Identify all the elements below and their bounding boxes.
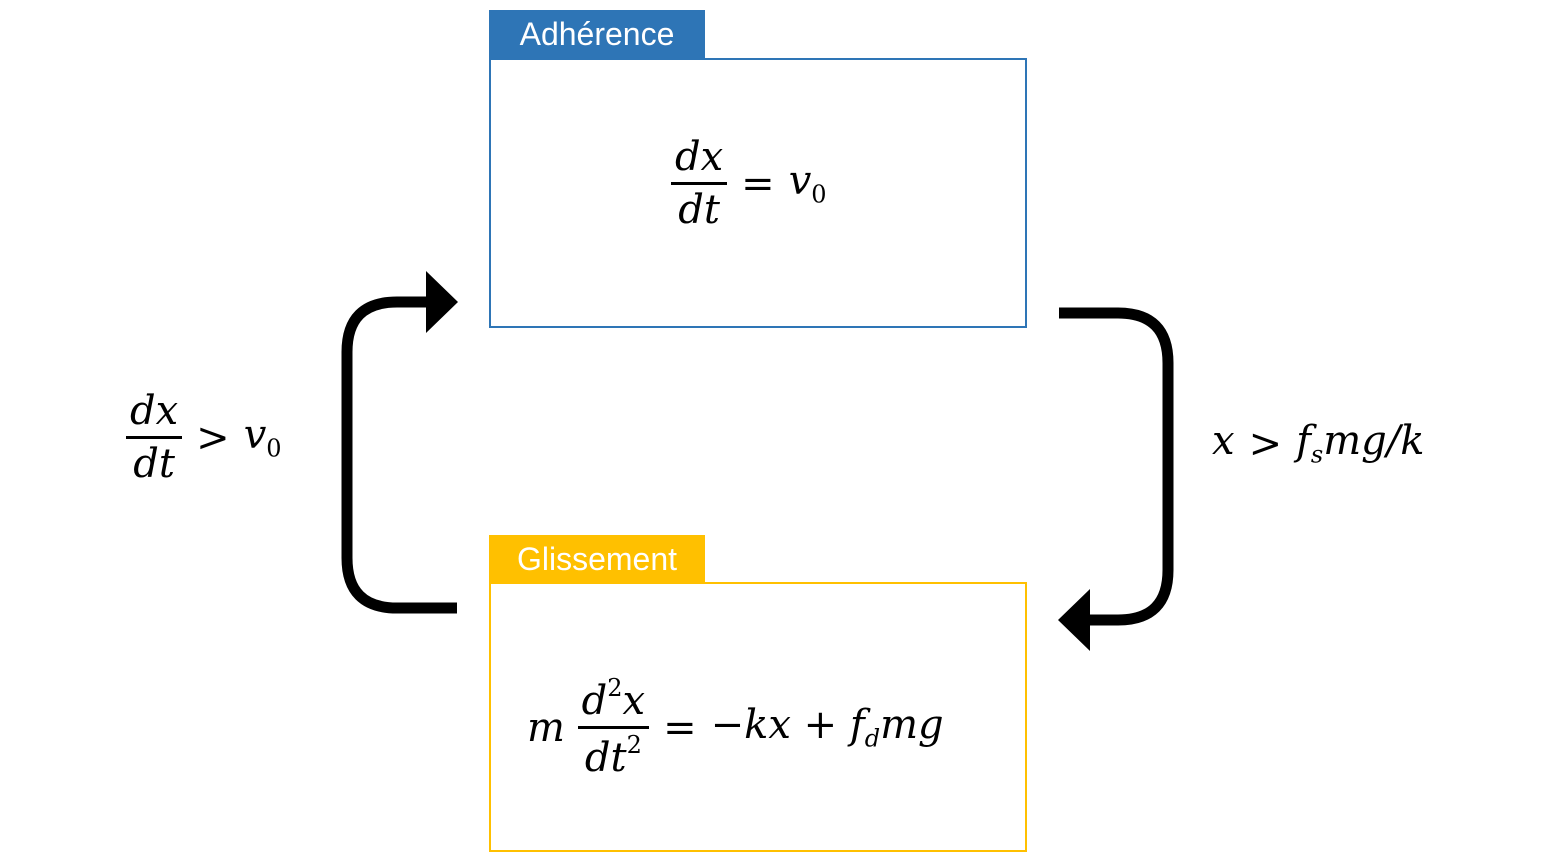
condition-glissement-f: f xyxy=(1296,418,1311,464)
adherence-rhs: v0 xyxy=(789,158,827,208)
glissement-denominator-base: dt xyxy=(584,735,627,781)
glissement-rhs-part2: mg xyxy=(880,702,944,749)
glissement-numerator: d2x xyxy=(577,674,650,729)
glissement-numerator-base: d xyxy=(581,678,608,724)
adherence-rhs-symbol: v xyxy=(788,158,812,205)
condition-glissement-relation: > xyxy=(1248,421,1283,467)
condition-adherence-rhs: v0 xyxy=(244,412,282,462)
glissement-rhs-subscript: d xyxy=(864,724,881,753)
glissement-numerator-var: x xyxy=(622,678,646,724)
glissement-denominator: dt2 xyxy=(578,729,649,781)
condition-adherence-numerator: dx xyxy=(126,388,183,439)
adherence-rhs-subscript: 0 xyxy=(811,180,827,209)
arrow-to-adherence xyxy=(341,296,457,614)
glissement-state-box: m d2x dt2 =−kx + fdmg xyxy=(489,582,1027,852)
adherence-state-box: dx dt = v0 xyxy=(489,58,1027,328)
adherence-fraction: dx dt xyxy=(671,134,728,233)
glissement-equation: m d2x dt2 =−kx + fdmg xyxy=(527,674,944,781)
condition-adherence-denominator: dt xyxy=(133,441,175,487)
condition-glissement-lhs: x xyxy=(1212,418,1235,464)
condition-glissement-rest: mg/k xyxy=(1323,418,1425,464)
arrowhead-to-glissement xyxy=(1058,589,1090,651)
condition-adherence-fraction: dx dt xyxy=(126,388,183,487)
condition-adherence-relation: > xyxy=(196,414,230,461)
arrow-to-glissement xyxy=(1059,307,1174,626)
glissement-prefix: m xyxy=(527,704,565,751)
condition-to-adherence: dx dt > v0 xyxy=(126,388,282,487)
adherence-state-label: Adhérence xyxy=(489,10,705,58)
glissement-denominator-power: 2 xyxy=(626,731,642,759)
condition-adherence-rhs-subscript: 0 xyxy=(266,434,282,463)
adherence-denominator: dt xyxy=(678,187,720,233)
adherence-equation: dx dt = v0 xyxy=(671,134,827,233)
arrowhead-to-adherence xyxy=(426,271,458,333)
condition-to-glissement: x > fsmg/k xyxy=(1212,418,1424,468)
condition-glissement-f-subscript: s xyxy=(1310,440,1324,469)
glissement-numerator-power: 2 xyxy=(607,674,623,702)
glissement-rhs-part1: −kx + f xyxy=(710,702,865,749)
glissement-state-label: Glissement xyxy=(489,535,705,583)
glissement-fraction: d2x dt2 xyxy=(577,674,650,781)
glissement-relation: = xyxy=(663,704,697,751)
condition-adherence-rhs-symbol: v xyxy=(243,412,267,459)
glissement-rhs: −kx + fdmg xyxy=(711,702,944,752)
adherence-relation: = xyxy=(741,160,775,207)
adherence-numerator: dx xyxy=(671,134,728,185)
